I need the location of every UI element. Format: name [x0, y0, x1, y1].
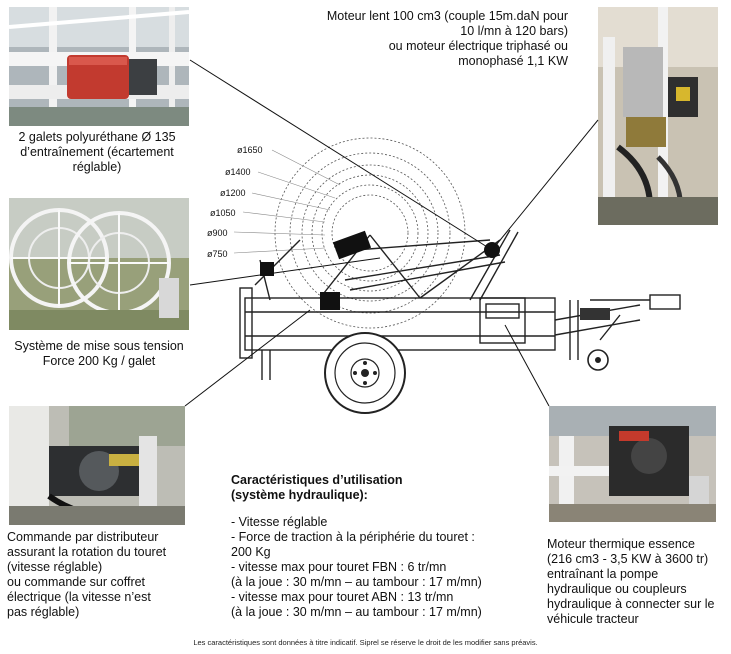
spec-line: (à la joue : 30 m/mn – au tambour : 17 m… — [231, 605, 482, 619]
diameter-label: ø1050 — [210, 208, 236, 218]
photo-moteur-thermique — [549, 406, 716, 522]
diameter-label: ø900 — [207, 228, 228, 238]
diameter-label: ø1200 — [220, 188, 246, 198]
photo-tension — [9, 198, 189, 330]
diameter-label: ø1650 — [237, 145, 263, 155]
specs-block: Caractéristiques d’utilisation (système … — [231, 473, 531, 620]
photo-moteur-lent — [598, 7, 718, 225]
spec-line: - vitesse max pour touret ABN : 13 tr/mn — [231, 590, 454, 604]
footnote: Les caractéristiques sont données à titr… — [193, 638, 538, 647]
diameter-label: ø1400 — [225, 167, 251, 177]
caption-galets: 2 galets polyuréthane Ø 135 d’entraîneme… — [18, 130, 176, 174]
caption-commande: Commande par distributeur assurant la ro… — [7, 530, 167, 619]
specs-title: Caractéristiques d’utilisation — [231, 473, 403, 487]
specs-list: - Vitesse réglable - Force de traction à… — [231, 515, 531, 620]
spec-line: 200 Kg — [231, 545, 271, 559]
photo-commande — [9, 406, 185, 525]
spec-line: (à la joue : 30 m/mn – au tambour : 17 m… — [231, 575, 482, 589]
photo-galets — [9, 7, 189, 126]
spec-line: - Force de traction à la périphérie du t… — [231, 530, 475, 544]
diameter-label: ø750 — [207, 249, 228, 259]
caption-tension: Système de mise sous tension Force 200 K… — [14, 339, 184, 368]
spec-line: - Vitesse réglable — [231, 515, 328, 529]
caption-moteur-thermique: Moteur thermique essence (216 cm3 - 3,5 … — [547, 537, 715, 626]
caption-moteur-lent: Moteur lent 100 cm3 (couple 15m.daN pour… — [326, 9, 568, 68]
specs-subtitle: (système hydraulique): — [231, 488, 368, 502]
spec-line: - vitesse max pour touret FBN : 6 tr/mn — [231, 560, 447, 574]
